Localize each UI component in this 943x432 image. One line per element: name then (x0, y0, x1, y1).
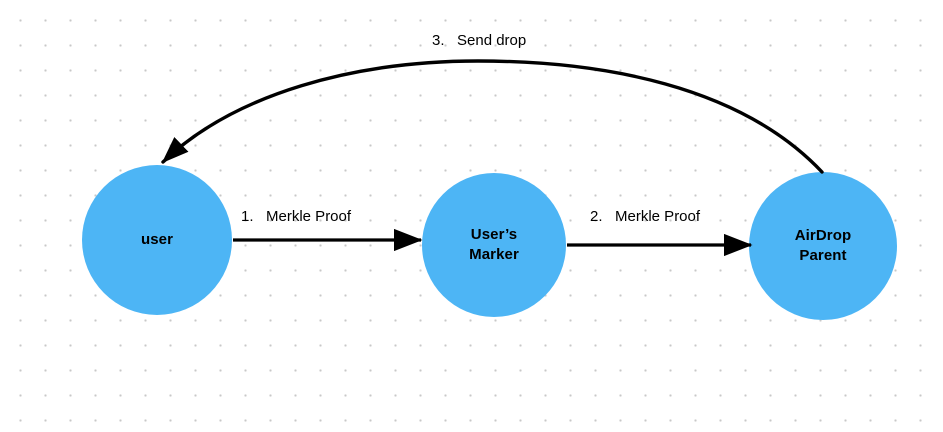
edge-2-label: 2. Merkle Proof (590, 208, 701, 225)
edge-1-label: 1. Merkle Proof (241, 208, 352, 225)
node-airdrop-parent-circle[interactable] (749, 172, 897, 320)
edge-3-label: 3. Send drop (432, 32, 527, 49)
node-user-circle[interactable] (82, 165, 232, 315)
edge-3-arrow[interactable] (161, 59, 824, 174)
node-users-marker-circle[interactable] (422, 173, 566, 317)
